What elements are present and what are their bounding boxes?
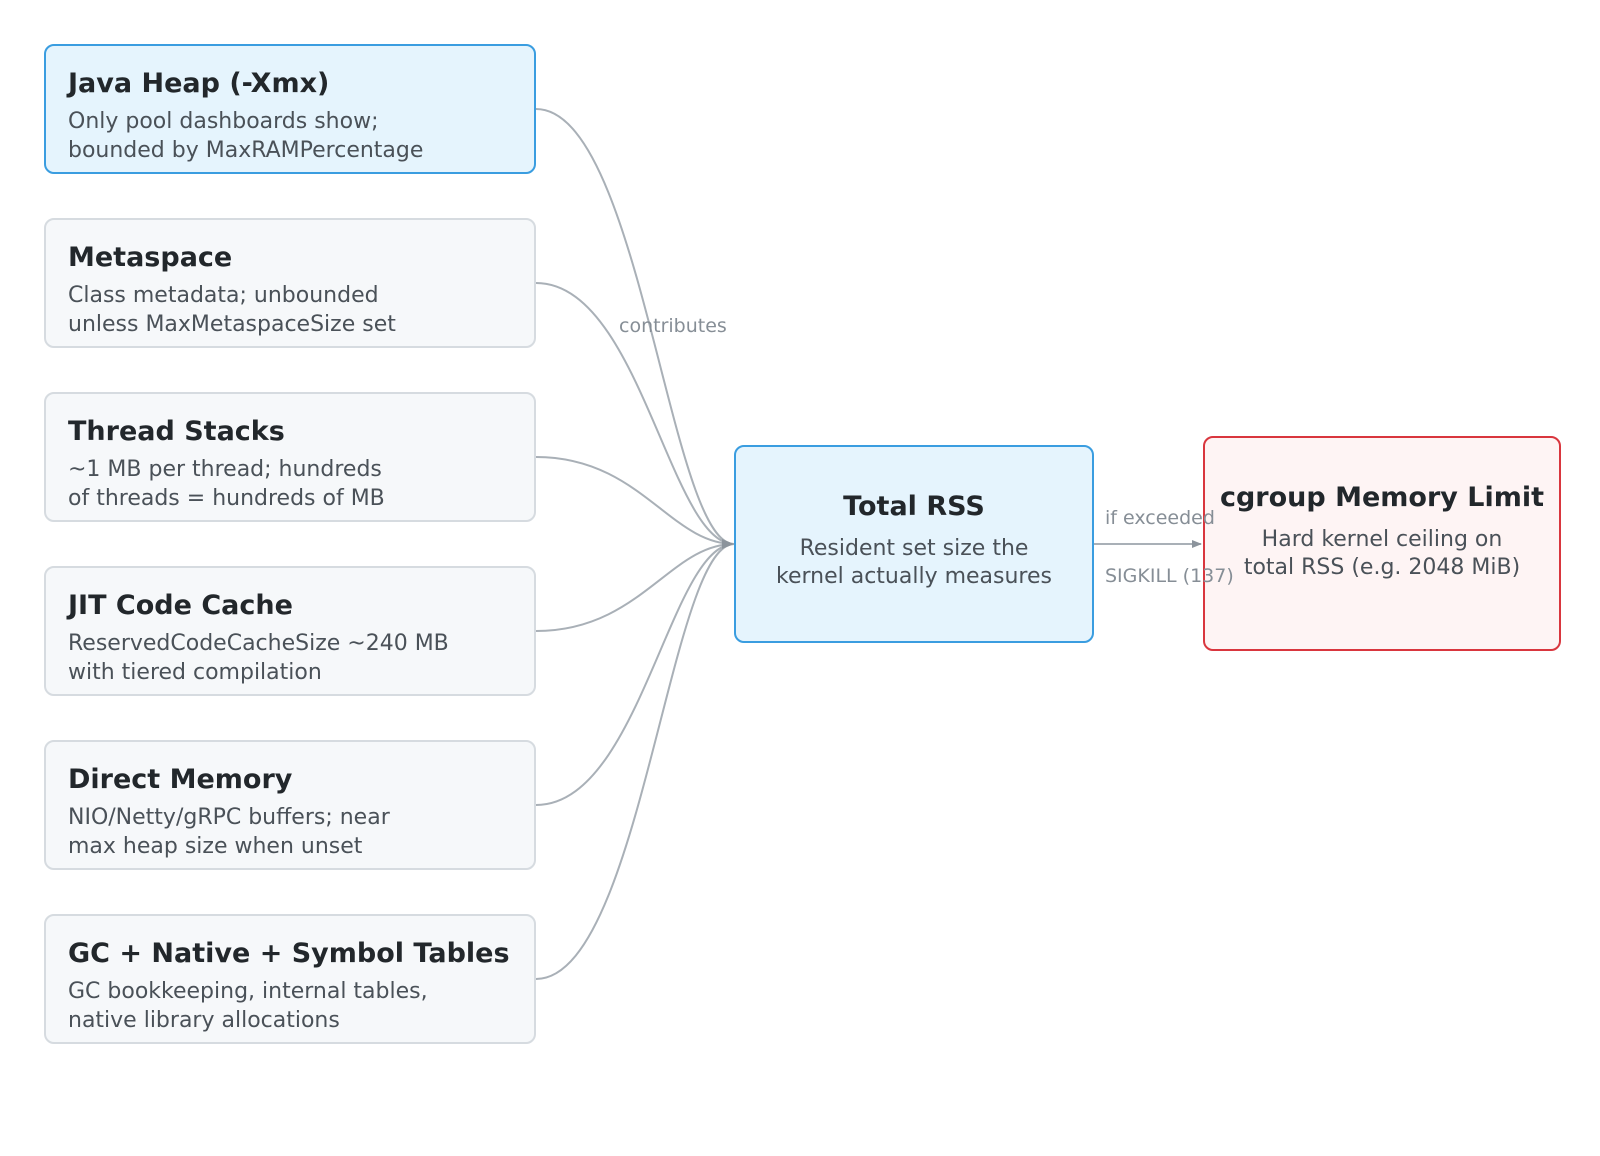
thread-stacks-node: Thread Stacks ~1 MB per thread; hundreds… bbox=[44, 392, 536, 522]
total-rss-node: Total RSS Resident set size the kernel a… bbox=[734, 445, 1094, 643]
direct-memory-node: Direct Memory NIO/Netty/gRPC buffers; ne… bbox=[44, 740, 536, 870]
java-heap-node: Java Heap (-Xmx) Only pool dashboards sh… bbox=[44, 44, 536, 174]
node-description: NIO/Netty/gRPC buffers; near max heap si… bbox=[68, 805, 390, 859]
if-exceeded-label: if exceeded bbox=[1105, 507, 1215, 529]
node-title: GC + Native + Symbol Tables bbox=[68, 938, 510, 969]
edge-thread-stacks-to-total-rss bbox=[535, 456, 735, 545]
gc-native-symbol-tables-node: GC + Native + Symbol Tables GC bookkeepi… bbox=[44, 914, 536, 1044]
metaspace-node: Metaspace Class metadata; unbounded unle… bbox=[44, 218, 536, 348]
edge-direct-memory-to-total-rss bbox=[535, 543, 735, 806]
node-title: Thread Stacks bbox=[68, 416, 285, 447]
edge-gc-native-to-total-rss bbox=[535, 543, 735, 980]
edge-jit-code-cache-to-total-rss bbox=[535, 543, 735, 632]
edge-metaspace-to-total-rss bbox=[535, 282, 735, 545]
node-description: Resident set size the kernel actually me… bbox=[775, 536, 1052, 589]
node-description: Hard kernel ceiling on total RSS (e.g. 2… bbox=[1243, 527, 1521, 580]
node-title: Java Heap (-Xmx) bbox=[68, 68, 330, 99]
node-title: JIT Code Cache bbox=[68, 590, 293, 621]
arrowhead-total-rss bbox=[722, 539, 734, 549]
node-title: cgroup Memory Limit bbox=[1219, 482, 1545, 513]
sigkill-label: SIGKILL (137) bbox=[1105, 565, 1234, 587]
node-description: GC bookkeeping, internal tables, native … bbox=[68, 979, 428, 1033]
node-description: ReservedCodeCacheSize ~240 MB with tiere… bbox=[68, 631, 449, 685]
node-description: Only pool dashboards show; bounded by Ma… bbox=[68, 109, 424, 163]
node-title: Metaspace bbox=[68, 242, 233, 273]
edge-java-heap-to-total-rss bbox=[535, 108, 735, 545]
node-title: Total RSS bbox=[843, 491, 985, 522]
node-description: Class metadata; unbounded unless MaxMeta… bbox=[68, 283, 396, 337]
jit-code-cache-node: JIT Code Cache ReservedCodeCacheSize ~24… bbox=[44, 566, 536, 696]
node-description: ~1 MB per thread; hundreds of threads = … bbox=[68, 457, 385, 511]
contributes-label: contributes bbox=[619, 315, 727, 337]
node-title: Direct Memory bbox=[68, 764, 293, 795]
cgroup-memory-limit-node: cgroup Memory Limit Hard kernel ceiling … bbox=[1203, 436, 1561, 651]
